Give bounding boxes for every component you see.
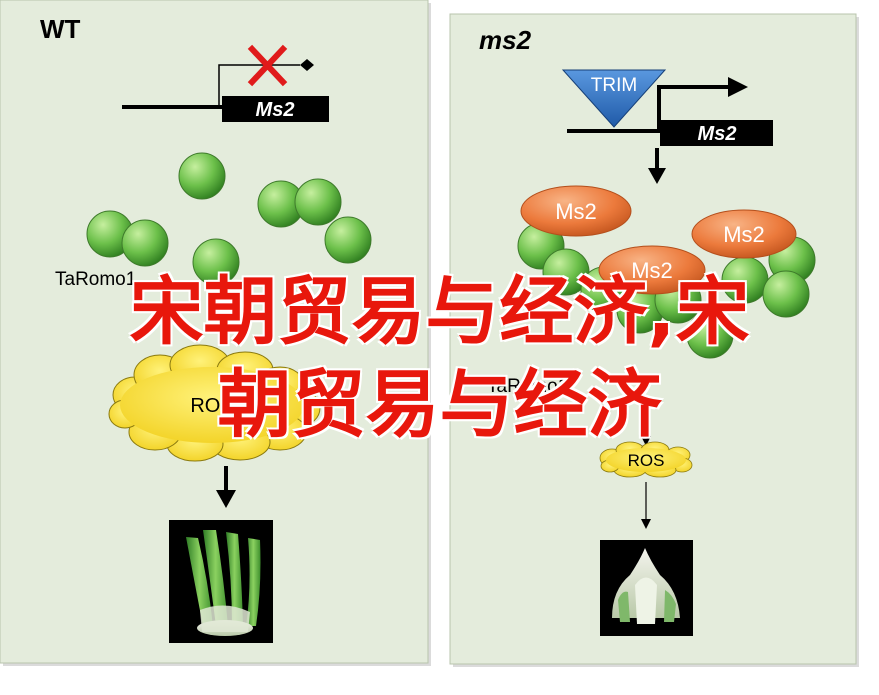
wt-gene-box: [222, 96, 329, 122]
ms2-protein-label: Ms2: [631, 258, 673, 283]
ms2-ros-cloud: ROS: [599, 441, 693, 478]
ms2-panel: ms2 TRIM Ms2: [449, 13, 859, 667]
wt-target-label: TaRomo1: [55, 269, 136, 290]
ms2-anther-arrow-icon: [641, 482, 651, 529]
ms2-ros-arrow-icon: [641, 410, 651, 446]
wt-anther-image: [169, 520, 273, 643]
wt-gene-model: Ms2: [122, 44, 329, 122]
ms2-gene-box: [660, 120, 773, 146]
ms2-protein-2: Ms2: [691, 209, 797, 259]
ms2-ros-label: ROS: [628, 451, 665, 470]
wt-protein-sphere: [178, 152, 226, 200]
wt-gene-label: Ms2: [256, 99, 295, 121]
ms2-protein-cluster: [517, 222, 816, 359]
overlay-caption-line-2: 朝贸易与经济: [217, 362, 662, 448]
ms2-anther-image: [600, 540, 693, 636]
wt-protein-sphere: [324, 216, 372, 264]
ms2-protein-sphere: [686, 311, 734, 359]
trim-label: TRIM: [591, 75, 637, 96]
ms2-target-label: TaRomo1: [487, 376, 568, 397]
ms2-gene-model: Ms2: [567, 77, 773, 146]
trim-element: TRIM: [561, 69, 667, 128]
wt-protein-sphere: [121, 219, 169, 267]
ms2-gene-label: Ms2: [698, 123, 737, 145]
wt-protein-sphere: [192, 238, 240, 286]
wt-panel-title: WT: [40, 14, 81, 44]
ms2-promoter-arrow-icon: [657, 85, 730, 131]
wt-panel: WT Ms2 TaRomo1: [0, 0, 431, 666]
wt-promoter-line: [218, 64, 300, 107]
ms2-arrow-icon: [648, 148, 666, 184]
wt-ros-label: ROS: [190, 395, 233, 417]
overlay-caption-line-1: 宋朝贸易与经济,宋: [129, 269, 750, 355]
wt-arrow-icon: [216, 466, 236, 508]
wt-protein-cluster: [86, 152, 372, 286]
ms2-protein-sphere: [762, 270, 810, 318]
ms2-panel-title: ms2: [479, 25, 532, 55]
ms2-protein-3: Ms2: [598, 245, 706, 295]
wt-protein-sphere: [294, 178, 342, 226]
wt-ros-cloud: ROS: [108, 344, 321, 462]
ms2-protein-label: Ms2: [555, 199, 597, 224]
ms2-protein-1: Ms2: [520, 185, 632, 237]
wt-inhibition-cross-icon: [247, 44, 288, 87]
wt-promoter-diamond: [300, 59, 314, 71]
ms2-protein-label: Ms2: [723, 222, 765, 247]
